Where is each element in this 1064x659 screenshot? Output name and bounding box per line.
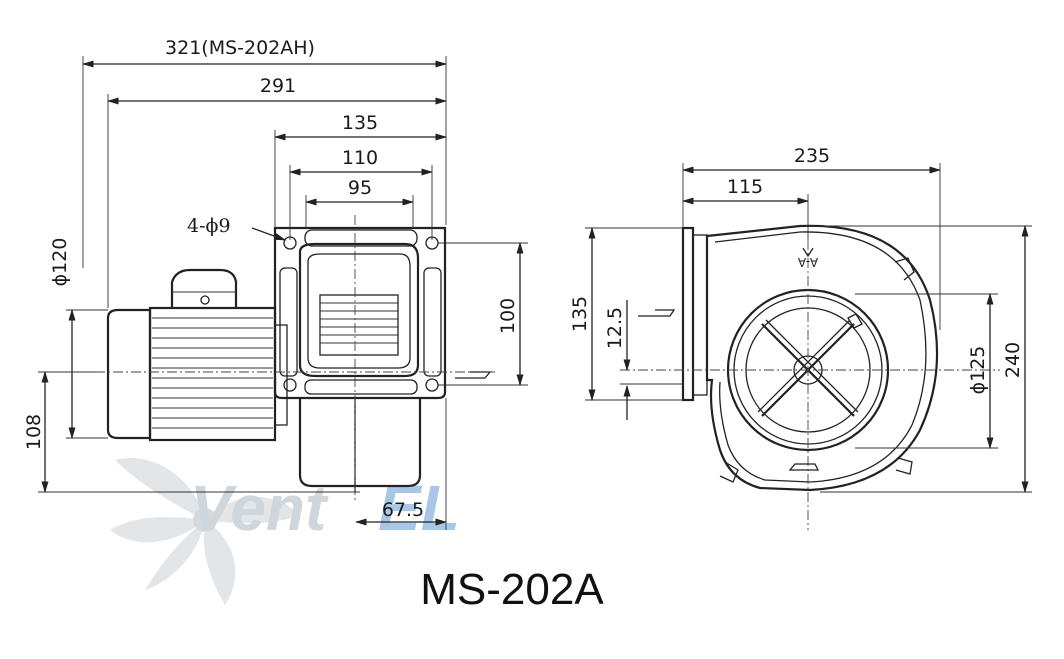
dim-outlet-offset: 67.5 — [382, 499, 424, 521]
airflow-arrow-icon — [638, 309, 676, 317]
model-title: MS-202A — [420, 565, 604, 614]
motor-body — [106, 306, 288, 442]
blower-housing — [705, 224, 939, 492]
dim-motor-diameter: ϕ120 — [49, 238, 71, 287]
dim-overall-length: 321(MS-202AH) — [165, 37, 315, 59]
dim-outlet-height: 135 — [569, 296, 591, 332]
dim-outlet-width: 95 — [348, 177, 372, 199]
mounting-ear — [719, 461, 739, 483]
outlet-flange — [681, 226, 695, 402]
dim-hole-pitch: 110 — [342, 147, 378, 169]
airflow-arrow-icon — [455, 371, 492, 379]
front-view: 321(MS-202AH) 291 135 110 95 4-ϕ9 ϕ120 1… — [23, 37, 528, 530]
dim-inlet-diameter: ϕ125 — [967, 346, 989, 395]
dim-vertical-hole-pitch: 100 — [497, 298, 519, 334]
mounting-ear — [895, 457, 913, 475]
dim-total-width: 235 — [794, 145, 830, 167]
dim-shaft-height: 108 — [23, 414, 45, 450]
mounting-hole — [283, 378, 297, 392]
dim-hole-spec: 4-ϕ9 — [187, 215, 231, 237]
mounting-ear — [894, 257, 915, 281]
dim-total-height: 240 — [1002, 342, 1024, 378]
watermark-text: Vent — [190, 472, 329, 544]
mounting-hole — [425, 378, 439, 392]
fan-watermark-icon — [110, 458, 300, 605]
rotation-arrow-icon — [788, 463, 820, 471]
watermark-logo: Vent EL — [110, 458, 460, 605]
dim-outlet-to-center: 115 — [727, 176, 763, 198]
mounting-flange — [273, 226, 447, 400]
section-arrow-icon — [802, 247, 814, 258]
dim-length: 291 — [260, 75, 296, 97]
dim-offset: 12.5 — [604, 307, 626, 349]
dim-flange-width: 135 — [342, 112, 378, 134]
terminal-box — [170, 268, 238, 308]
side-view: A-A 235 115 135 12.5 ϕ125 240 — [569, 145, 1032, 530]
section-mark: A-A — [797, 255, 818, 269]
